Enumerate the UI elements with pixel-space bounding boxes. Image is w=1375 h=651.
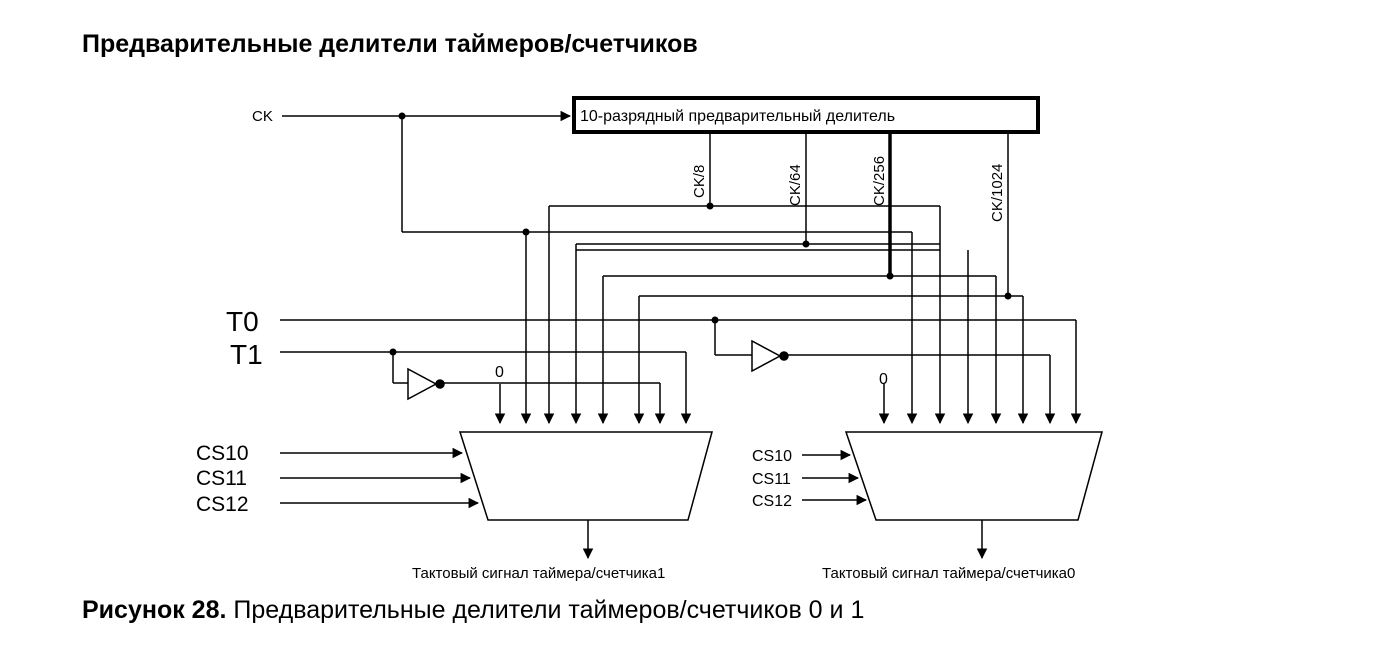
left-multiplexer	[458, 431, 713, 521]
right-zero-label: 0	[879, 371, 888, 388]
left-select-cs12: CS12	[196, 493, 249, 516]
left-inverter	[407, 367, 438, 401]
prescaler-block	[572, 96, 1040, 134]
figure-caption: Рисунок 28. Предварительные делители тай…	[82, 596, 864, 625]
left-zero-label: 0	[495, 364, 504, 381]
prescaler-label: 10-разрядный предварительный делитель	[580, 108, 895, 125]
left-select-cs11: CS11	[196, 467, 247, 490]
clock-input-label: CK	[252, 108, 273, 125]
left-output-label: Тактовый сигнал таймера/счетчика1	[412, 565, 665, 582]
tap-label-ck64: CK/64	[787, 164, 804, 206]
tap-label-ck1024: CK/1024	[989, 164, 1006, 222]
page-title: Предварительные делители таймеров/счетчи…	[82, 30, 698, 58]
left-select-cs10: CS10	[196, 442, 249, 465]
right-select-cs11: CS11	[752, 471, 791, 488]
right-select-cs10: CS10	[752, 448, 792, 465]
right-select-cs12: CS12	[752, 493, 792, 510]
right-output-label: Тактовый сигнал таймера/счетчика0	[822, 565, 1075, 582]
t0-label: T0	[226, 306, 259, 337]
right-inverter	[751, 339, 782, 373]
figure-caption-text: Предварительные делители таймеров/счетчи…	[233, 596, 865, 624]
tap-label-ck8: CK/8	[691, 165, 708, 198]
right-multiplexer	[844, 431, 1103, 521]
figure-caption-label: Рисунок 28.	[82, 596, 227, 624]
tap-label-ck256: CK/256	[871, 156, 888, 206]
t1-label: T1	[230, 339, 263, 370]
